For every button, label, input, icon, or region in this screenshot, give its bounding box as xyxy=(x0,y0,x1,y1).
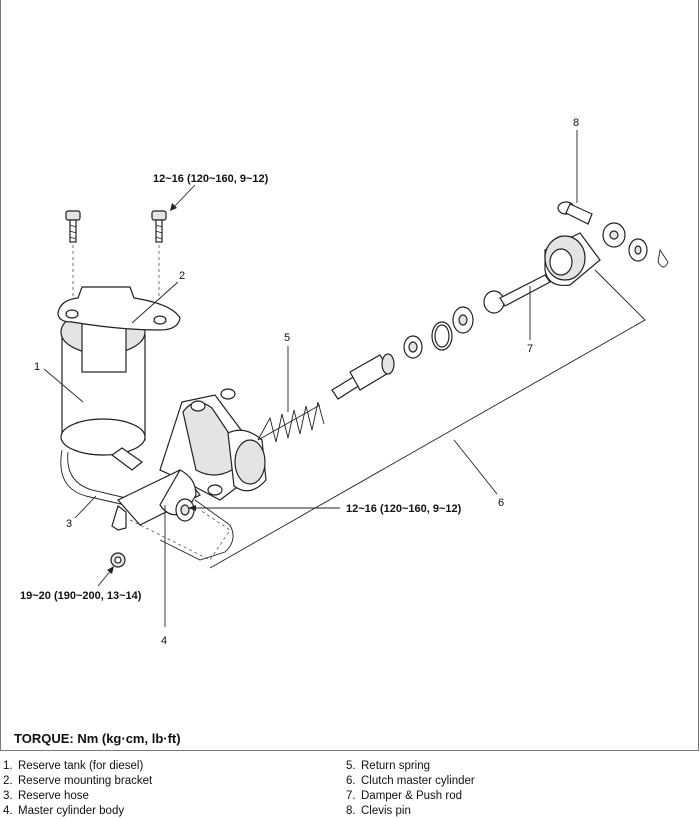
legend-label: Clutch master cylinder xyxy=(361,775,475,787)
torque-arrowhead-nut xyxy=(107,566,114,574)
legend-number: 6. xyxy=(346,775,356,787)
flange-hole-top xyxy=(220,388,236,400)
legend-label: Return spring xyxy=(361,760,431,772)
legend-item: 8. Clevis pin xyxy=(346,804,646,819)
callout-5: 5 xyxy=(284,332,290,344)
callout-8: 8 xyxy=(573,117,579,129)
piston xyxy=(331,353,395,400)
bracket-bolt-right xyxy=(151,210,167,243)
callout-1: 1 xyxy=(34,361,40,373)
exploded-view-diagram: 1 2 3 4 5 6 7 8 12~16 (120~160, 9~12) 12… xyxy=(20,117,669,647)
return-spring xyxy=(257,401,325,443)
torque-nut: 19~20 (190~200, 13~14) xyxy=(20,590,142,602)
legend-number: 4. xyxy=(3,805,13,817)
hose-line xyxy=(159,499,234,561)
legend-item: 7. Damper & Push rod xyxy=(346,789,646,804)
reserve-mounting-bracket xyxy=(57,286,181,331)
legend-item: 1. Reserve tank (for diesel) xyxy=(3,759,303,774)
cotter-pin xyxy=(657,248,669,268)
legend-item: 3. Reserve hose xyxy=(3,789,303,804)
legend-number: 8. xyxy=(346,805,356,817)
legend-label: Reserve mounting bracket xyxy=(18,775,153,787)
legend-label: Reserve tank (for diesel) xyxy=(18,760,144,772)
callout-3: 3 xyxy=(66,518,72,530)
legend-column-left: 1. Reserve tank (for diesel) 2. Reserve mo… xyxy=(3,759,303,819)
damper-push-rod xyxy=(483,232,601,314)
parts-legend: 1. Reserve tank (for diesel) 2. Reserve mo… xyxy=(0,759,700,819)
reserve-hose xyxy=(60,449,126,506)
assembly-outline xyxy=(209,269,646,569)
tank-outlet xyxy=(110,447,144,471)
callout-7: 7 xyxy=(527,343,533,355)
callout-6: 6 xyxy=(498,497,504,509)
legend-label: Master cylinder body xyxy=(18,805,125,817)
legend-number: 2. xyxy=(3,775,13,787)
leader-2 xyxy=(131,281,179,324)
master-cylinder-body xyxy=(111,394,267,531)
legend-item: 5. Return spring xyxy=(346,759,646,774)
flange-hole-bottom xyxy=(207,484,223,496)
legend-item: 4. Master cylinder body xyxy=(3,804,303,819)
hose-outline xyxy=(129,509,231,561)
torque-arrow-bolt xyxy=(171,184,196,210)
legend-number: 3. xyxy=(3,790,13,802)
torque-arrowhead-bolt xyxy=(170,203,177,211)
torque-units-header: TORQUE: Nm (kg·cm, lb·ft) xyxy=(14,731,181,746)
legend-label: Reserve hose xyxy=(18,790,89,802)
bracket-hole-right xyxy=(153,315,167,325)
legend-label: Damper & Push rod xyxy=(361,790,462,802)
legend-number: 1. xyxy=(3,760,13,772)
legend-item: 2. Reserve mounting bracket xyxy=(3,774,303,789)
torque-hose-fitting: 12~16 (120~160, 9~12) xyxy=(346,503,462,515)
torque-arrowhead-fitting xyxy=(188,505,196,511)
clevis-pin xyxy=(557,201,593,225)
legend-label: Clevis pin xyxy=(361,805,411,817)
legend-number: 7. xyxy=(346,790,356,802)
flange-hole-left xyxy=(190,400,206,412)
leader-6 xyxy=(453,439,498,495)
legend-item: 6. Clutch master cylinder xyxy=(346,774,646,789)
legend-number: 5. xyxy=(346,760,356,772)
leader-1 xyxy=(43,368,84,403)
leader-3 xyxy=(74,495,97,519)
callout-2: 2 xyxy=(179,270,185,282)
bracket-bolt-left xyxy=(65,210,81,243)
legend-column-right: 5. Return spring 6. Clutch master cylinder… xyxy=(346,759,646,819)
torque-bracket-bolt: 12~16 (120~160, 9~12) xyxy=(153,173,269,185)
diagram-frame xyxy=(0,0,699,751)
bracket-hole-left xyxy=(65,309,79,319)
callout-4: 4 xyxy=(161,635,167,647)
